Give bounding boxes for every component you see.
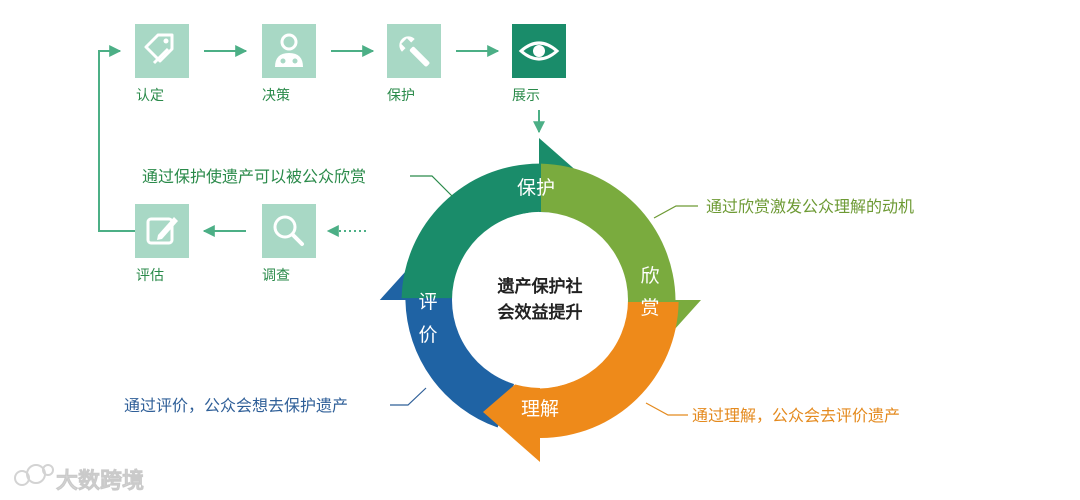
magnifier-icon bbox=[273, 215, 304, 246]
cycle-ring: 遗产保护社 会效益提升 保护 欣 赏 理解 评 价 bbox=[379, 138, 701, 462]
step-investigate: 调查 bbox=[262, 204, 316, 284]
cycle-center-disk bbox=[452, 212, 628, 388]
flow-arrows bbox=[98, 45, 545, 237]
flow-steps: 认定 决策 保护 bbox=[135, 24, 566, 284]
cycle-label-understand: 理解 bbox=[521, 398, 559, 420]
cycle-segment-understand bbox=[540, 302, 679, 439]
watermark-text: 大数跨境 bbox=[56, 468, 144, 494]
person-icon bbox=[275, 33, 303, 67]
step-label: 调查 bbox=[262, 268, 290, 284]
watermark: 大数跨境 bbox=[14, 464, 144, 494]
annotation-protect: 通过保护使遗产可以被公众欣赏 bbox=[142, 167, 366, 186]
step-label: 展示 bbox=[512, 88, 540, 104]
flow-loop-arrow bbox=[98, 45, 135, 232]
cycle-segment-protect bbox=[401, 163, 539, 299]
leader-line-understand bbox=[645, 402, 688, 416]
step-tile bbox=[135, 24, 189, 78]
cycle-segment-appreciate bbox=[541, 163, 676, 300]
tag-icon bbox=[144, 33, 174, 65]
annotation-evaluate: 通过评价，公众会想去保护遗产 bbox=[124, 396, 348, 415]
annotation-appreciate: 通过欣赏激发公众理解的动机 bbox=[706, 197, 914, 216]
wrench-icon bbox=[399, 36, 430, 67]
cycle-arrowhead-understand bbox=[483, 363, 540, 462]
step-label: 认定 bbox=[136, 88, 164, 104]
step-decide: 决策 bbox=[262, 24, 316, 104]
step-protect: 保护 bbox=[387, 24, 441, 104]
leader-line-appreciate bbox=[653, 205, 698, 219]
cycle-label-evaluate-1: 评 bbox=[418, 291, 437, 313]
cycle-label-appreciate-2: 赏 bbox=[640, 297, 659, 319]
cycle-center-line-2: 会效益提升 bbox=[498, 302, 583, 323]
edit-icon bbox=[146, 217, 178, 245]
cycle-center-line-1: 遗产保护社 bbox=[497, 276, 583, 297]
cycle-label-evaluate-2: 价 bbox=[418, 324, 437, 346]
step-identify: 认定 bbox=[135, 24, 189, 104]
eye-icon bbox=[518, 41, 560, 61]
cycle-label-appreciate-1: 欣 bbox=[640, 265, 659, 287]
step-label: 保护 bbox=[387, 88, 415, 104]
step-label: 决策 bbox=[262, 87, 290, 104]
step-tile bbox=[262, 24, 316, 78]
annotation-understand: 通过理解，公众会去评价遗产 bbox=[692, 406, 900, 425]
step-label: 评估 bbox=[136, 268, 164, 284]
leader-line-protect bbox=[410, 175, 453, 197]
step-display: 展示 bbox=[512, 24, 566, 104]
watermark-logo-icon bbox=[14, 464, 54, 486]
leader-lines bbox=[390, 175, 698, 416]
cycle-label-protect: 保护 bbox=[517, 177, 555, 199]
leader-line-evaluate bbox=[390, 387, 427, 406]
cycle-segment-evaluate bbox=[405, 300, 515, 428]
step-tile bbox=[262, 204, 316, 258]
step-evaluate: 评估 bbox=[135, 204, 189, 284]
